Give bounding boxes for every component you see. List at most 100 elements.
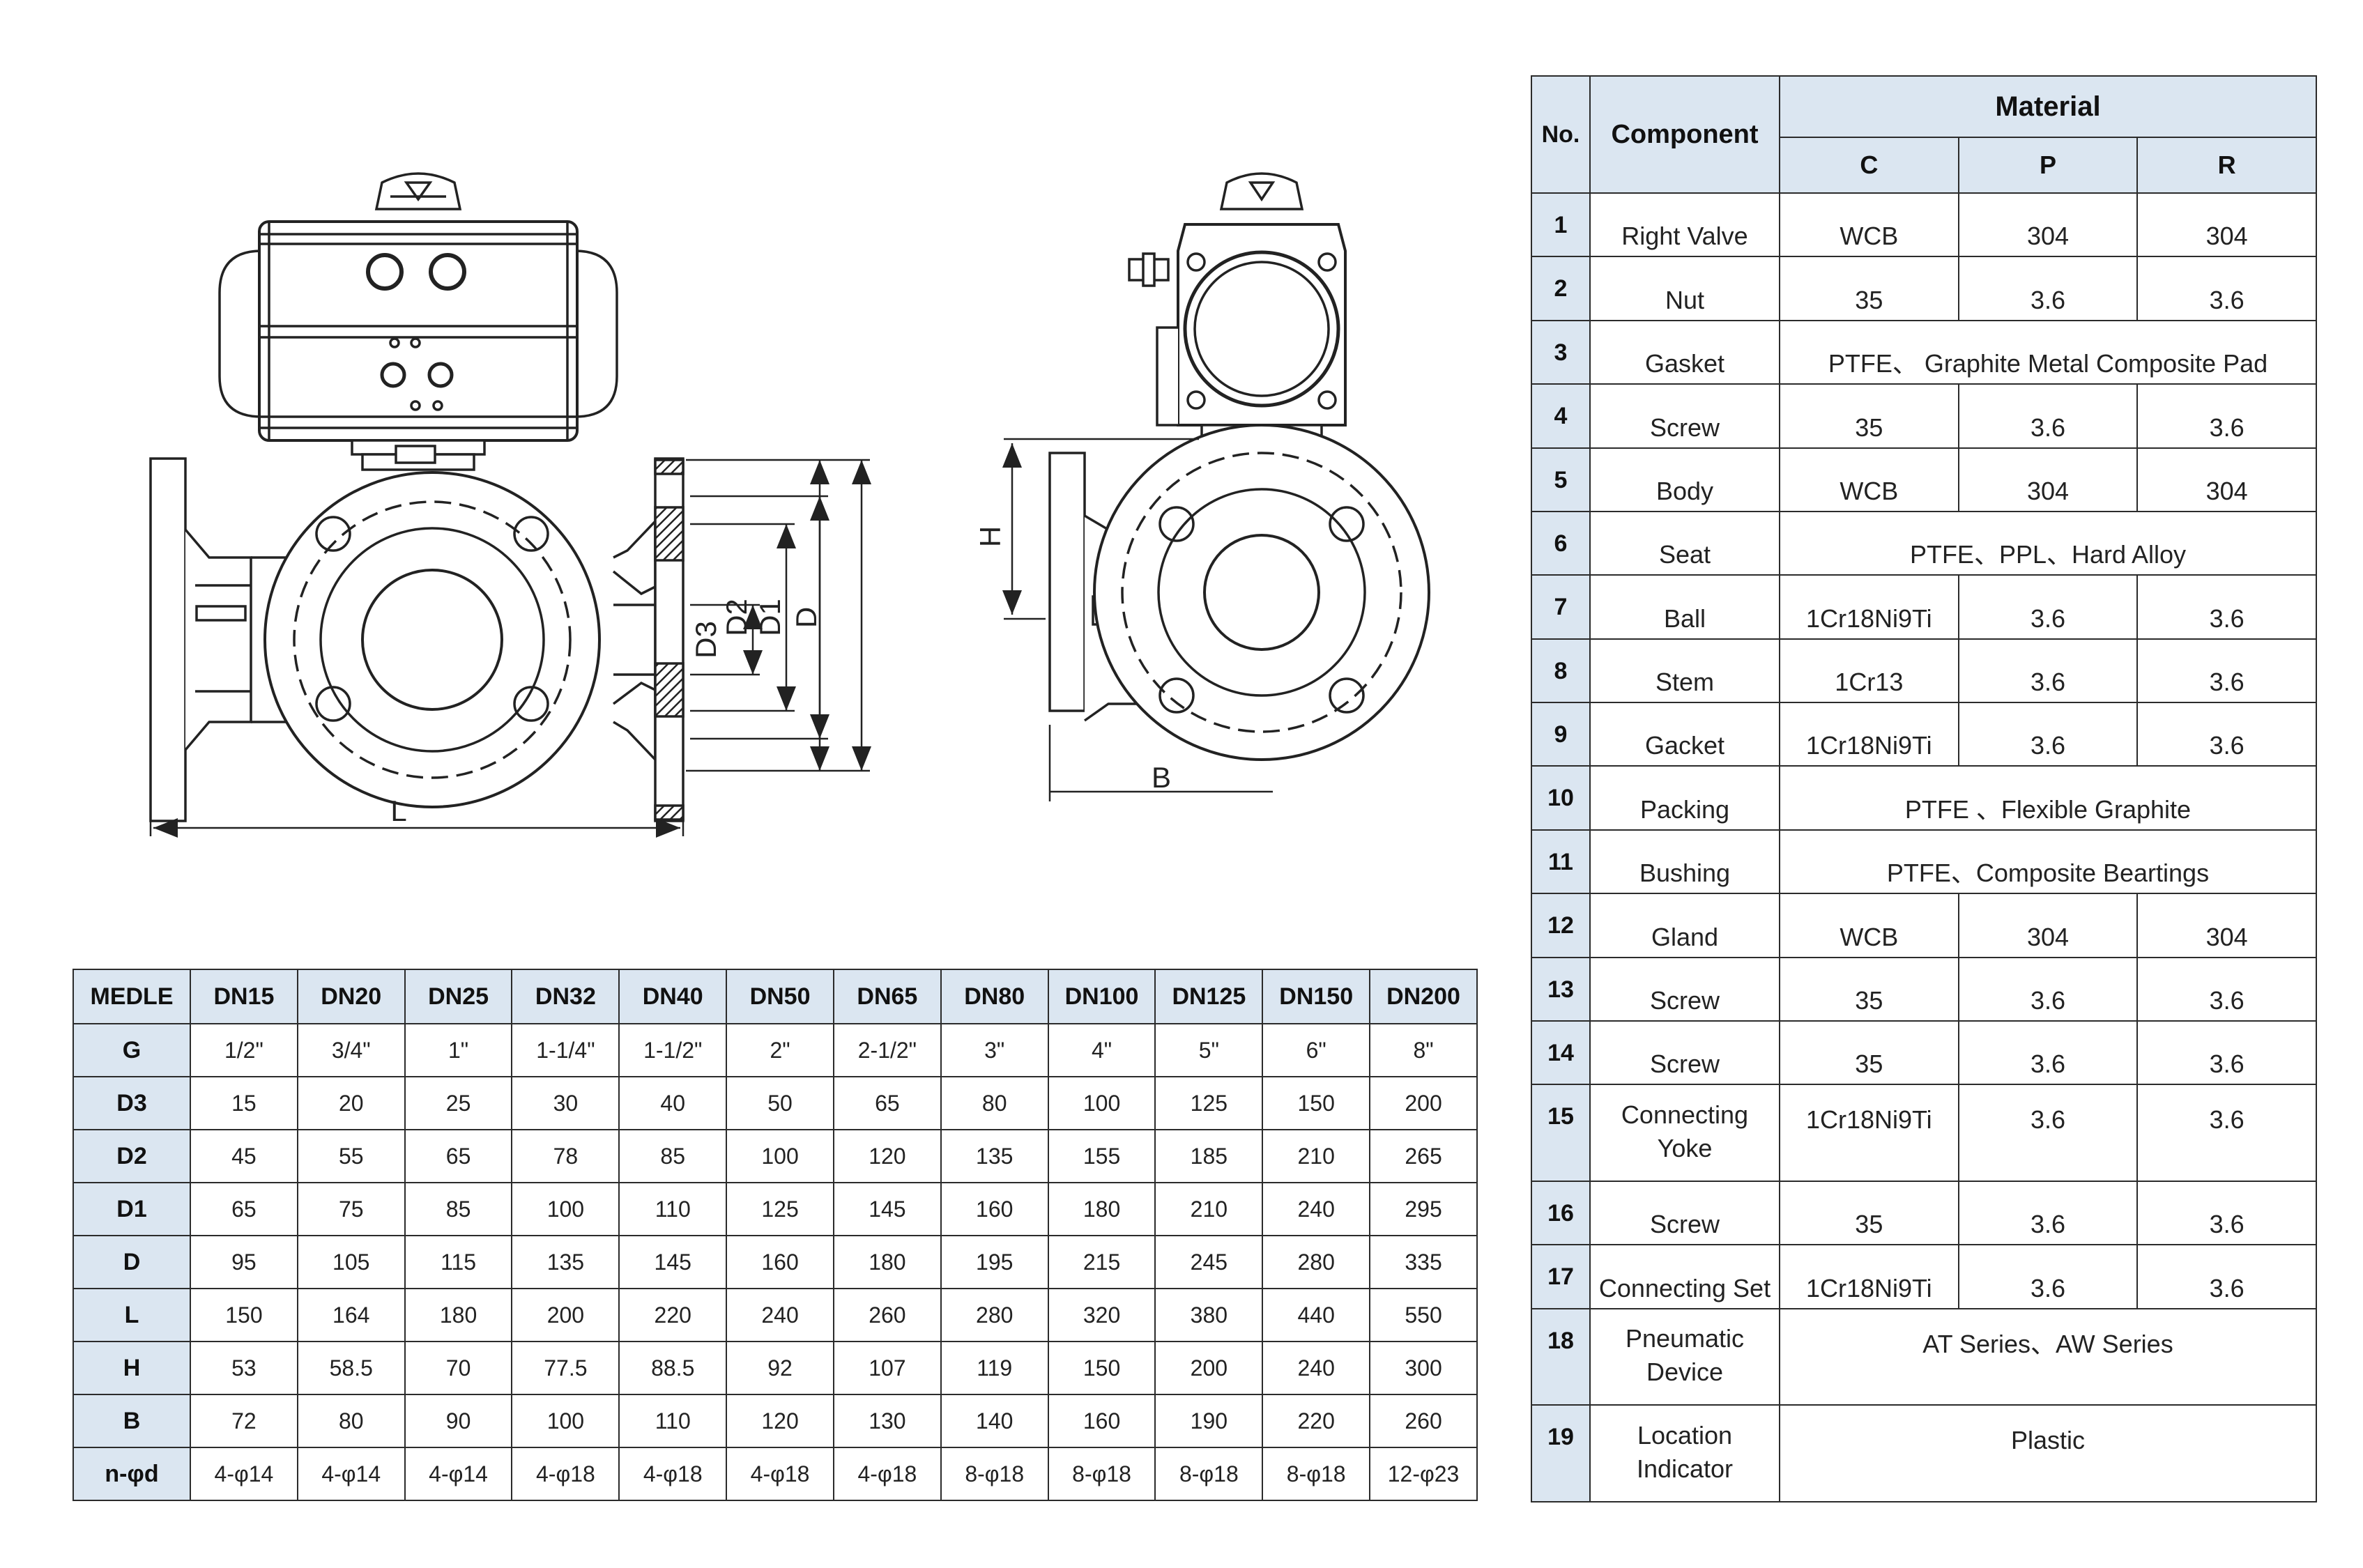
dim-cell: 2" (726, 1023, 834, 1077)
dim-label-H: H (974, 526, 1007, 547)
mat-material-c: 35 (1779, 1020, 1959, 1086)
dim-cell: 78 (511, 1129, 620, 1183)
mat-component: Ball (1589, 574, 1780, 640)
mat-material-r: 304 (2136, 893, 2317, 958)
dim-header-dn50: DN50 (726, 969, 834, 1024)
mat-row-number: 11 (1531, 829, 1591, 895)
mat-row-number: 17 (1531, 1244, 1591, 1309)
side-dimensions (1002, 438, 1273, 801)
dim-cell: 240 (726, 1288, 834, 1342)
dim-cell: 150 (1047, 1341, 1156, 1395)
mat-header-r: R (2136, 137, 2317, 194)
dim-cell: 50 (726, 1076, 834, 1130)
dim-cell: 4-φ18 (726, 1447, 834, 1501)
mat-component: Connecting Yoke (1589, 1084, 1780, 1182)
mat-component: Gland (1589, 893, 1780, 958)
dim-header-dn100: DN100 (1047, 969, 1156, 1024)
dim-cell: 119 (940, 1341, 1049, 1395)
mat-material-r: 3.6 (2136, 956, 2317, 1022)
dim-cell: 4-φ14 (296, 1447, 406, 1501)
dim-row-label: n-φd (72, 1447, 191, 1501)
dim-label-D2: D2 (720, 599, 753, 636)
dim-row-label: D (72, 1235, 191, 1289)
front-connecting-yoke (351, 439, 486, 471)
mat-material-r: 3.6 (2136, 638, 2317, 704)
dim-cell: 115 (404, 1235, 513, 1289)
mat-row-number: 5 (1531, 447, 1591, 512)
mat-row-number: 7 (1531, 574, 1591, 640)
dim-cell: 12-φ23 (1369, 1447, 1478, 1501)
mat-material-p: 304 (1957, 893, 2139, 958)
mat-component: Right Valve (1589, 192, 1780, 258)
mat-component: Screw (1589, 956, 1780, 1022)
mat-material-p: 304 (1957, 192, 2139, 258)
dim-cell: 295 (1369, 1182, 1478, 1236)
dim-cell: 1" (404, 1023, 513, 1077)
dim-cell: 4-φ14 (404, 1447, 513, 1501)
dim-cell: 440 (1262, 1288, 1371, 1342)
dim-header-dn150: DN150 (1262, 969, 1371, 1024)
mat-component: Screw (1589, 1020, 1780, 1086)
mat-header-no: No. (1531, 75, 1591, 194)
dim-header-dn125: DN125 (1154, 969, 1264, 1024)
dim-cell: 15 (190, 1076, 298, 1130)
dim-cell: 135 (940, 1129, 1049, 1183)
mat-component: Stem (1589, 638, 1780, 704)
dim-cell: 150 (1262, 1076, 1371, 1130)
dim-label-B: B (1152, 761, 1171, 794)
dim-cell: 200 (511, 1288, 620, 1342)
mat-material-c: WCB (1779, 192, 1959, 258)
mat-material-r: 3.6 (2136, 383, 2317, 449)
dim-cell: 210 (1154, 1182, 1264, 1236)
mat-merged-material: PTFE 、Flexible Graphite (1779, 765, 2317, 831)
dim-row-label: D2 (72, 1129, 191, 1183)
dim-cell: 80 (940, 1076, 1049, 1130)
mat-row-number: 10 (1531, 765, 1591, 831)
dim-cell: 4" (1047, 1023, 1156, 1077)
side-center-flange (1093, 424, 1430, 761)
dim-cell: 53 (190, 1341, 298, 1395)
mat-material-c: 1Cr18Ni9Ti (1779, 1244, 1959, 1309)
dim-cell: 180 (832, 1235, 942, 1289)
mat-row-number: 3 (1531, 319, 1591, 385)
dim-cell: 70 (404, 1341, 513, 1395)
mat-material-r: 3.6 (2136, 256, 2317, 321)
mat-material-c: 1Cr13 (1779, 638, 1959, 704)
dim-cell: 140 (940, 1394, 1049, 1448)
mat-row-number: 9 (1531, 701, 1591, 767)
dim-cell: 105 (296, 1235, 406, 1289)
mat-header-component: Component (1589, 75, 1780, 194)
dim-cell: 1-1/2" (618, 1023, 728, 1077)
dim-cell: 130 (832, 1394, 942, 1448)
mat-row-number: 16 (1531, 1180, 1591, 1246)
mat-material-r: 304 (2136, 447, 2317, 512)
dim-header-dn25: DN25 (404, 969, 513, 1024)
dim-cell: 4-φ18 (511, 1447, 620, 1501)
dim-cell: 95 (190, 1235, 298, 1289)
dim-cell: 25 (404, 1076, 513, 1130)
dim-cell: 45 (190, 1129, 298, 1183)
mat-material-p: 3.6 (1957, 1180, 2139, 1246)
dim-cell: 200 (1369, 1076, 1478, 1130)
mat-row-number: 15 (1531, 1084, 1591, 1182)
mat-material-r: 3.6 (2136, 1180, 2317, 1246)
dim-header-dn65: DN65 (832, 969, 942, 1024)
mat-component: Screw (1589, 383, 1780, 449)
material-table-subheader: C P R (1531, 137, 2317, 194)
dim-label-D1: D1 (754, 599, 786, 636)
dim-cell: 220 (618, 1288, 728, 1342)
dim-row-label: B (72, 1394, 191, 1448)
mat-header-c: C (1779, 137, 1959, 194)
